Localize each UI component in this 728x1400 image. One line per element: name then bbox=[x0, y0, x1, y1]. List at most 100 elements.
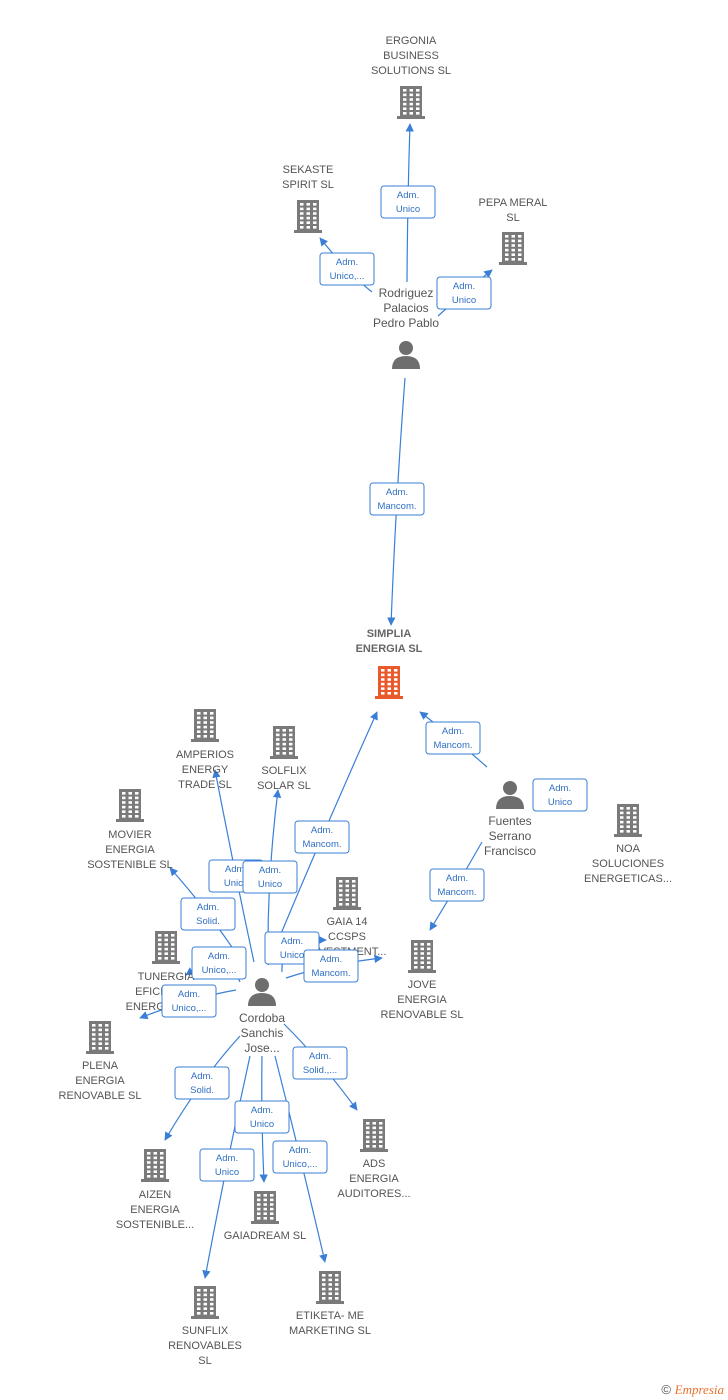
edge-label-box[interactable]: Adm.Unico,... bbox=[161, 984, 217, 1018]
node-amperios[interactable]: AMPERIOS ENERGY TRADE SL bbox=[176, 709, 234, 791]
node-gaiadream[interactable]: GAIADREAM SL bbox=[224, 1191, 307, 1242]
node-sekaste[interactable]: SEKASTE SPIRIT SL bbox=[282, 164, 334, 233]
node-ads[interactable]: ADSENERGIAAUDITORES... bbox=[337, 1119, 411, 1200]
building-icon bbox=[397, 86, 425, 119]
node-label-line: SPIRIT SL bbox=[282, 179, 334, 191]
copyright-symbol: © bbox=[661, 1382, 672, 1397]
edge-label-text: Unico,... bbox=[202, 965, 237, 976]
node-label-line: CCSPS bbox=[328, 931, 366, 943]
node-noa[interactable]: NOASOLUCIONESENERGETICAS... bbox=[584, 804, 672, 885]
edge-label-text: Solid.,... bbox=[303, 1065, 337, 1076]
node-label-line: SL bbox=[198, 1355, 211, 1367]
edge-label-text: Adm. bbox=[251, 1105, 273, 1116]
edge-label-text: Unico bbox=[396, 204, 420, 215]
brand-name: Empresia bbox=[674, 1382, 724, 1397]
node-label-line: Palacios bbox=[383, 301, 428, 315]
edge-label-text: Adm. bbox=[336, 257, 358, 268]
node-label-line: AMPERIOS bbox=[176, 749, 234, 761]
node-label-line: SOLUTIONS SL bbox=[371, 65, 451, 77]
building-icon bbox=[614, 804, 642, 837]
edge-label-box[interactable]: Adm.Unico,... bbox=[272, 1140, 328, 1174]
node-label-line: Rodriguez bbox=[379, 286, 434, 300]
building-icon bbox=[141, 1149, 169, 1182]
edge-label-text: Adm. bbox=[311, 825, 333, 836]
edges-layer bbox=[139, 123, 586, 1279]
node-label-line: ENERGY bbox=[182, 764, 229, 776]
edge-label-text: Mancom. bbox=[377, 501, 416, 512]
edge-label-box[interactable]: Adm. Mancom. bbox=[294, 820, 350, 854]
building-icon bbox=[333, 877, 361, 910]
node-label-line: ENERGIA bbox=[105, 844, 155, 856]
building-icon bbox=[152, 931, 180, 964]
node-label-line: ETIKETA- ME bbox=[296, 1310, 364, 1322]
person-icon bbox=[496, 781, 524, 809]
edge-label-text: Mancom. bbox=[437, 887, 476, 898]
edge-label-text: Adm. bbox=[225, 864, 247, 875]
node-label-line: RENOVABLES bbox=[168, 1340, 242, 1352]
node-label-line: PEPA MERAL bbox=[479, 197, 548, 209]
edge-label-text: Adm. bbox=[386, 487, 408, 498]
building-icon bbox=[116, 789, 144, 822]
node-label-line: RENOVABLE SL bbox=[381, 1009, 464, 1021]
edge-label-box[interactable]: Adm.Solid. bbox=[174, 1066, 230, 1100]
edge-label-box[interactable]: Adm.Solid.,... bbox=[292, 1046, 348, 1080]
footer-brand[interactable]: © Empresia bbox=[661, 1382, 724, 1398]
edge-label-box[interactable]: Adm.Mancom. bbox=[425, 721, 481, 755]
node-aizen[interactable]: AIZENENERGIASOSTENIBLE... bbox=[116, 1149, 194, 1231]
edge-label-box[interactable]: Adm.Solid. bbox=[180, 897, 236, 931]
edge-label-text: Adm. bbox=[446, 873, 468, 884]
edge-label-box[interactable]: Adm.Unico bbox=[199, 1148, 255, 1182]
building-icon bbox=[270, 726, 298, 759]
node-label-line: TRADE SL bbox=[178, 779, 232, 791]
edge-label-text: Mancom. bbox=[311, 968, 350, 979]
node-label-line: ENERGIA bbox=[349, 1173, 399, 1185]
node-label-line: PLENA bbox=[82, 1060, 119, 1072]
edge-label-box[interactable]: Adm. Unico bbox=[234, 1100, 290, 1134]
node-label-line: ENERGIA bbox=[397, 994, 447, 1006]
edge-label-text: Adm. bbox=[197, 902, 219, 913]
edge-label-box[interactable]: Adm.Unico,... bbox=[319, 252, 375, 286]
edge-label-text: Adm. bbox=[397, 190, 419, 201]
edge-label-box[interactable]: Adm.Unico bbox=[532, 778, 588, 812]
edge-label-text: Unico,... bbox=[172, 1003, 207, 1014]
building-icon bbox=[86, 1021, 114, 1054]
node-cordoba[interactable]: CordobaSanchisJose... bbox=[239, 978, 285, 1055]
edge-label-box[interactable]: Adm.Mancom. bbox=[303, 949, 359, 983]
node-label-line: MARKETING SL bbox=[289, 1325, 371, 1337]
edge-label-text: Adm. bbox=[216, 1153, 238, 1164]
node-label-line: RENOVABLE SL bbox=[59, 1090, 142, 1102]
node-etiketa[interactable]: ETIKETA- ME MARKETING SL bbox=[289, 1271, 371, 1337]
node-label-line: Jose... bbox=[244, 1041, 279, 1055]
edge-label-box[interactable]: Adm. Mancom. bbox=[429, 868, 485, 902]
edge-label-text: Adm. bbox=[191, 1071, 213, 1082]
edge-label-text: Unico bbox=[280, 950, 304, 961]
edge-label-box[interactable]: Adm. Mancom. bbox=[369, 482, 425, 516]
node-label-line: SOSTENIBLE... bbox=[116, 1219, 194, 1231]
edge-label-text: Adm. bbox=[453, 281, 475, 292]
building-icon bbox=[191, 709, 219, 742]
edge-label-box[interactable]: Adm.Unico bbox=[242, 860, 298, 894]
edge-label-text: Unico bbox=[250, 1119, 274, 1130]
person-icon bbox=[248, 978, 276, 1006]
node-label-line: SOLAR SL bbox=[257, 780, 311, 792]
edge-label-text: Adm. bbox=[442, 726, 464, 737]
building-icon bbox=[375, 666, 403, 699]
node-label-line: Francisco bbox=[484, 844, 536, 858]
edge-label-text: Adm. bbox=[549, 783, 571, 794]
edge-label-box[interactable]: Adm.Unico bbox=[436, 276, 492, 310]
node-label-line: SEKASTE bbox=[283, 164, 334, 176]
edge-label-text: Mancom. bbox=[302, 839, 341, 850]
edge-label-box[interactable]: Adm.Unico,... bbox=[191, 946, 247, 980]
edge-label-box[interactable]: Adm. Unico bbox=[380, 185, 436, 219]
